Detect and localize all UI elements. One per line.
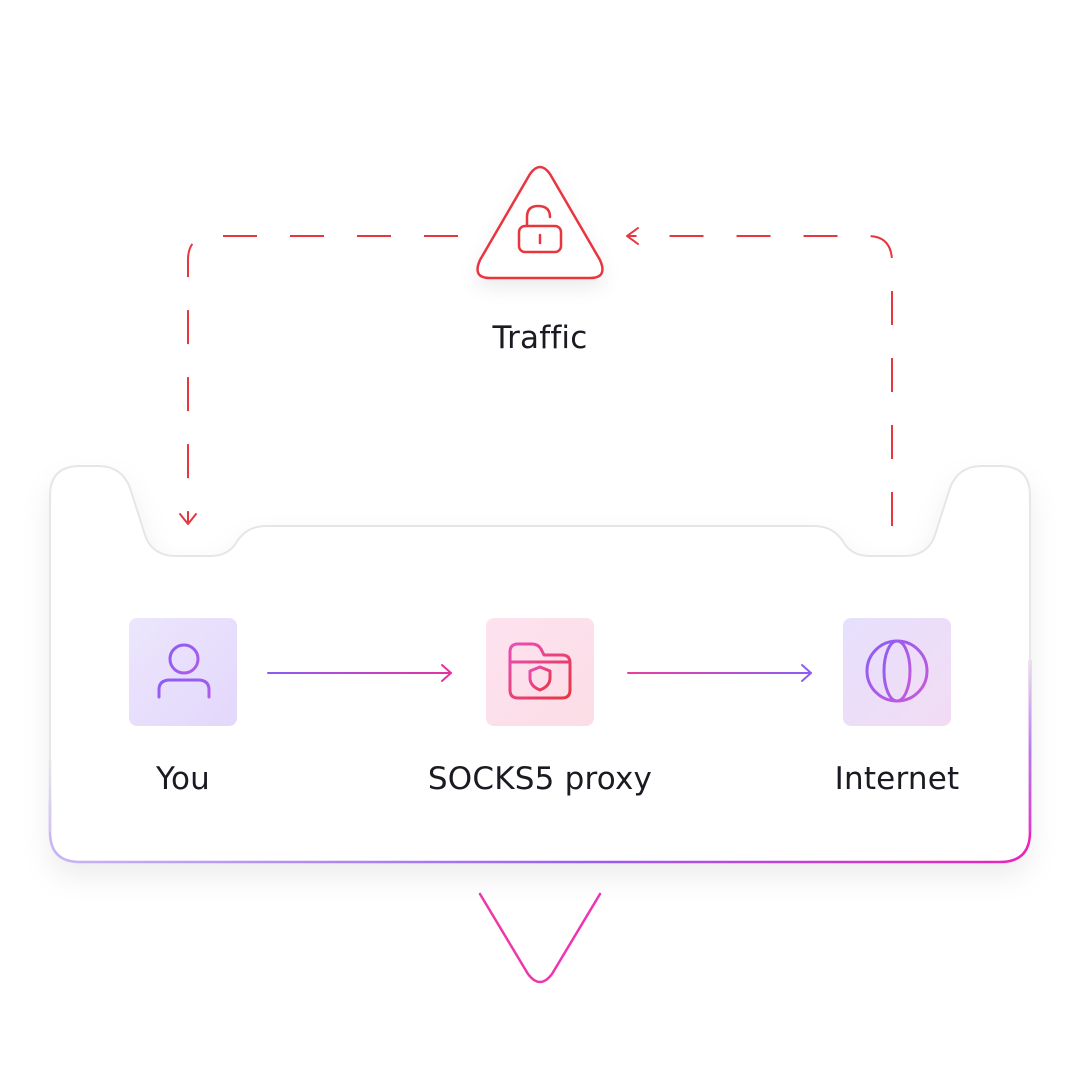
folder-shield-icon (508, 642, 572, 700)
card-border-bottom-accent (48, 660, 1032, 864)
traffic-outgoing-path (628, 235, 893, 526)
traffic-loop (179, 227, 893, 526)
node-proxy (486, 618, 594, 726)
traffic-warning-badge (476, 165, 604, 280)
arrow-proxy-to-internet (627, 664, 812, 682)
traffic-label: Traffic (492, 320, 588, 356)
traffic-return-arrowhead (179, 513, 197, 525)
proxy-icon-tile (486, 618, 594, 726)
node-you (129, 618, 237, 726)
node-internet (843, 618, 951, 726)
you-label: You (155, 761, 211, 797)
user-icon (157, 643, 211, 699)
warning-triangle-icon (476, 165, 604, 280)
unlocked-padlock-icon (517, 204, 563, 254)
internet-label: Internet (834, 761, 960, 797)
proxy-label: SOCKS5 proxy (427, 761, 653, 797)
arrow-you-to-proxy (267, 664, 452, 682)
globe-icon (865, 639, 929, 703)
bottom-chevron-icon (478, 892, 602, 984)
traffic-return-path (187, 235, 458, 522)
traffic-outgoing-arrowhead (626, 227, 639, 245)
